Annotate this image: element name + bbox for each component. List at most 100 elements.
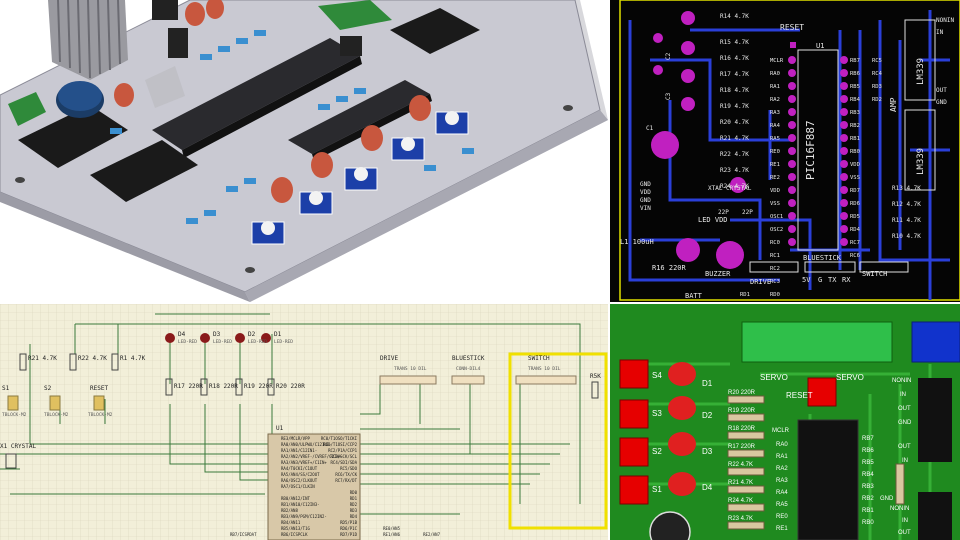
pcb-pin-label: RE2	[770, 175, 780, 181]
pcb-bottom-label: SWITCH	[862, 270, 887, 278]
pcb-bottom-label: RX	[842, 276, 851, 284]
pcb-misc-label: OUT	[936, 87, 947, 94]
u1-pin-left: RA4/T0CKI/C1OUT	[281, 466, 318, 471]
sch-resistor-label: R1 4.7K	[120, 355, 146, 362]
pcb-resistor-label: R19 4.7K	[720, 103, 749, 110]
green-pin-label-right: RB3	[862, 484, 874, 490]
green-pin-label-right: RB7	[862, 436, 874, 442]
pcb-bottom-label: DRIVE	[750, 278, 771, 286]
u1-pin-right: RD6/P1C	[340, 526, 357, 531]
sch-connector-type: CONN-DIL4	[456, 366, 481, 372]
u1-pin-right: RD5/P1B	[340, 520, 357, 525]
pcb-bottom-label: BUZZER	[705, 270, 731, 278]
sch-switch-type: TBLOCK-M2	[44, 412, 69, 418]
pcb-u1-label: U1	[816, 42, 824, 50]
pcb-pin-label: VSS	[850, 175, 860, 181]
green-right-label: OUT	[898, 530, 911, 536]
pcb-resistor-label: R15 4.7K	[720, 39, 749, 46]
sch-resistor-220: R19 220R	[244, 383, 273, 390]
pcb-bottom-label: R16 220R	[652, 264, 687, 272]
pcb-resistor-label: R14 4.7K	[720, 13, 749, 20]
pcb-misc-label: 22P	[742, 209, 753, 216]
sch-switch-type: TBLOCK-M2	[2, 412, 27, 418]
pcb-resistor-label: R18 4.7K	[720, 87, 749, 94]
green-right-label: GND	[880, 496, 894, 502]
pcb-pin-label: RE1	[770, 162, 780, 168]
pcb-resistor-label: R13 4.7K	[892, 185, 921, 192]
u1-pin-right: RE1/AN6	[383, 532, 400, 537]
green-switch-label: S3	[652, 409, 662, 418]
u1-pin-right: RC2/P1A/CCP1	[328, 448, 357, 453]
sch-led-type: LED-RED	[248, 339, 267, 345]
sch-led-type: LED-RED	[178, 339, 197, 345]
pcb-pin-label: MCLR	[770, 58, 784, 64]
green-switch-label: S2	[652, 447, 662, 456]
green-resistor-label: R22 4.7K	[728, 462, 753, 468]
green-pin-label: RA3	[776, 478, 788, 484]
pcb-resistor-label: R20 4.7K	[720, 119, 749, 126]
pcb-pin-label: OSC1	[770, 214, 783, 220]
sch-switch-label: S2	[44, 385, 52, 392]
u1-pin-right: RC6/TX/CK	[335, 472, 357, 477]
pcb-pin-label: RA5	[770, 136, 780, 142]
u1-pin-left: RA1/AN1/C12IN1-	[281, 448, 317, 453]
green-pcb-render: S4 S3 S2 S1 D1 D2 D3 D4 RESET SERVO SERV…	[610, 304, 960, 540]
pcb-pin-label: RC4	[872, 71, 883, 77]
green-pin-label-right: RB1	[862, 508, 874, 514]
u1-pin-left: RB1/AN10/C12IN3-	[281, 502, 320, 507]
pcb-pin-label: RD6	[850, 201, 860, 207]
u1-pin-left: RA2/AN2/VREF-/CVREF/C2IN+	[281, 454, 342, 459]
u1-pin-right: RD4	[350, 514, 358, 519]
pcb-pin-label: RC5	[872, 58, 882, 64]
sch-switch-type: TBLOCK-M2	[88, 412, 113, 418]
sch-led-label: D1	[274, 331, 282, 338]
pcb-pin-label: VSS	[770, 201, 780, 207]
u1-pin-left: RB7/ICSPDAT	[230, 532, 257, 537]
pcb-resistor-label: R11 4.7K	[892, 217, 921, 224]
pcb-bottom-label: LED VDD	[698, 216, 728, 224]
sch-resistor-220: R20 220R	[276, 383, 305, 390]
sch-connector-type: TRANS 10 DIL	[528, 366, 561, 372]
green-reset-label: RESET	[786, 391, 813, 400]
u1-pin-right: RC5/SDO	[340, 466, 357, 471]
green-resistor-label: R24 4.7K	[728, 498, 753, 504]
u1-pin-right: RD1	[350, 496, 358, 501]
u1-pin-right: RD2	[350, 502, 358, 507]
pcb-pin-label: RD2	[872, 97, 882, 103]
green-resistor-label: R17 220R	[728, 444, 756, 450]
sch-r-right: R5K	[590, 373, 601, 380]
pcb-misc-label: VDD	[640, 189, 651, 196]
pcb-pin-label: VDD	[770, 188, 780, 194]
pcb-bottom-label: TX	[828, 276, 837, 284]
pcb-pin-label: RD1	[740, 292, 750, 298]
pcb-layout-view: RESET U1 PIC16F887 LM339 LM339 AMP R14 4…	[610, 0, 960, 302]
green-servo-label: SERVO	[836, 373, 864, 382]
pcb-pin-label: RC7	[850, 240, 860, 246]
green-right-label: IN	[902, 518, 908, 524]
pcb-misc-label: NONIN	[936, 17, 954, 24]
pcb-misc-label: C3	[665, 92, 672, 100]
pcb-resistor-label: R17 4.7K	[720, 71, 749, 78]
sch-resistor-220: R18 220R	[209, 383, 238, 390]
pcb-pin-label: RD0	[770, 292, 780, 298]
u1-pin-left: RB2/AN8	[281, 508, 298, 513]
green-led-label: D1	[702, 379, 713, 388]
green-right-label: NONIN	[892, 378, 911, 384]
green-right-label: NONIN	[890, 506, 909, 512]
sch-u1-label: U1	[276, 425, 284, 432]
u1-pin-right: RD0	[350, 490, 358, 495]
green-pin-label: RA0	[776, 442, 788, 448]
pcb-pin-label: RD3	[872, 84, 882, 90]
u1-pin-left: RB3/AN9/PGM/C12IN2-	[281, 514, 327, 519]
pcb-comparator-2: LM339	[916, 148, 926, 175]
pcb-misc-label: VIN	[640, 205, 651, 212]
sch-crystal-label: X1 CRYSTAL	[0, 443, 37, 450]
pcb-pin-label: RE0	[770, 149, 780, 155]
sch-switch-label: S1	[2, 385, 10, 392]
pcb-pin-label: RB4	[850, 97, 861, 103]
pcb-misc-label: IN	[936, 29, 944, 36]
pcb-3d-render	[0, 0, 608, 302]
u1-pin-left: RA0/AN0/ULPWU/C12IN0-	[281, 442, 332, 447]
pcb-pin-label: RB6	[850, 71, 860, 77]
pcb-pin-label: RB5	[850, 84, 860, 90]
